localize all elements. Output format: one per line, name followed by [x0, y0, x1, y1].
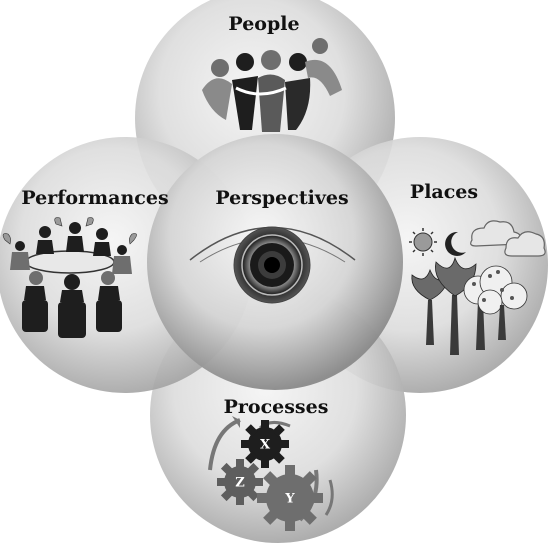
gear-y-icon: Y — [257, 465, 323, 531]
people-circle-table-icon — [2, 217, 137, 338]
trees-sun-moon-clouds-icon — [409, 220, 546, 355]
moon-icon — [445, 231, 466, 256]
gear-label-x: X — [260, 438, 271, 453]
gear-z-icon: Z — [217, 459, 263, 505]
label-processes: Processes — [224, 396, 329, 418]
sun-icon — [409, 228, 437, 256]
gear-label-z: Z — [235, 476, 245, 491]
gear-x-icon: X — [241, 420, 289, 468]
eye-lens-icon — [189, 226, 356, 304]
gear-label-y: Y — [284, 492, 295, 507]
cloud-icon — [470, 220, 546, 257]
label-places: Places — [410, 181, 478, 203]
gears-icon: X Z Y — [208, 416, 334, 531]
label-performances: Performances — [21, 187, 168, 209]
label-perspectives: Perspectives — [215, 187, 348, 209]
label-people: People — [228, 13, 299, 35]
people-group-icon — [202, 38, 342, 132]
